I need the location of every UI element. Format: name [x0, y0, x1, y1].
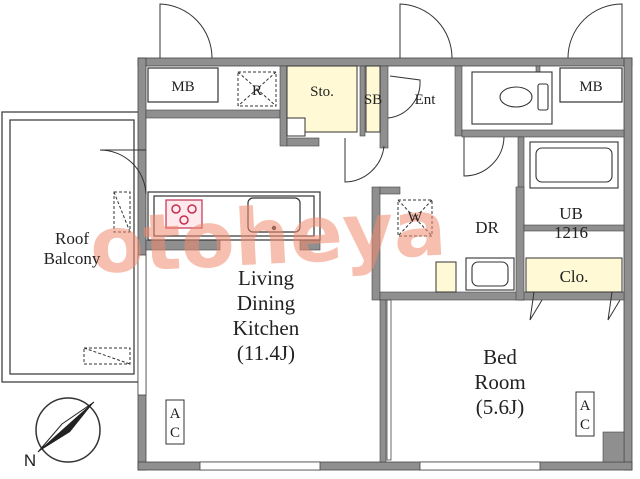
label-ac-right-c: C [580, 417, 590, 433]
label-washer: W [408, 210, 423, 226]
label-ac-left-a: A [170, 406, 181, 422]
label-roof-balcony-line2: Balcony [44, 249, 101, 268]
label-ac-right-a: A [580, 398, 591, 414]
kitchen-counter [147, 191, 321, 241]
label-mb-left: MB [171, 79, 194, 95]
label-ldk-line1: Living [238, 266, 294, 290]
label-ldk-line2: Dining [237, 291, 296, 315]
dr-shelf [435, 261, 457, 293]
label-refrigerator: R [252, 83, 262, 99]
label-ac-left-c: C [170, 425, 180, 441]
shoe-box [365, 65, 381, 133]
stove [165, 199, 203, 229]
washbasin [465, 257, 515, 291]
label-storage: Sto. [310, 84, 334, 100]
label-entrance: Ent [415, 92, 437, 108]
interior-walls [145, 65, 625, 463]
label-unit-bath-line2: 1216 [554, 223, 588, 242]
ac-left-box [165, 399, 185, 445]
closet [525, 257, 623, 293]
door-swings [99, 3, 623, 321]
label-north: N [24, 451, 36, 470]
north-compass [35, 397, 101, 463]
label-ldk-line4: (11.4J) [237, 341, 295, 365]
label-bedroom-line2: Room [474, 370, 525, 394]
label-dressing-room: DR [475, 218, 499, 237]
label-ldk-line3: Kitchen [233, 316, 300, 340]
label-closet: Clo. [560, 267, 589, 286]
outdoor-units [83, 191, 131, 365]
kitchen-sink [247, 197, 301, 233]
label-roof-balcony-line1: Roof [55, 229, 89, 248]
toilet [471, 71, 553, 125]
bathtub [529, 141, 619, 189]
watermark: otoheya [88, 183, 449, 292]
windows [137, 254, 541, 471]
pipe-space [286, 117, 306, 137]
label-bedroom-line3: (5.6J) [476, 395, 524, 419]
ac-right-box [575, 391, 595, 437]
meter-box-right [559, 67, 623, 103]
label-shoe-box: SB [364, 92, 382, 108]
washer-space [397, 199, 433, 237]
sink-drain [271, 225, 277, 231]
label-unit-bath-line1: UB [559, 204, 583, 223]
label-bedroom-line1: Bed [483, 345, 517, 369]
refrigerator-space [237, 71, 277, 107]
meter-box-left [147, 67, 219, 103]
label-mb-right: MB [579, 79, 602, 95]
